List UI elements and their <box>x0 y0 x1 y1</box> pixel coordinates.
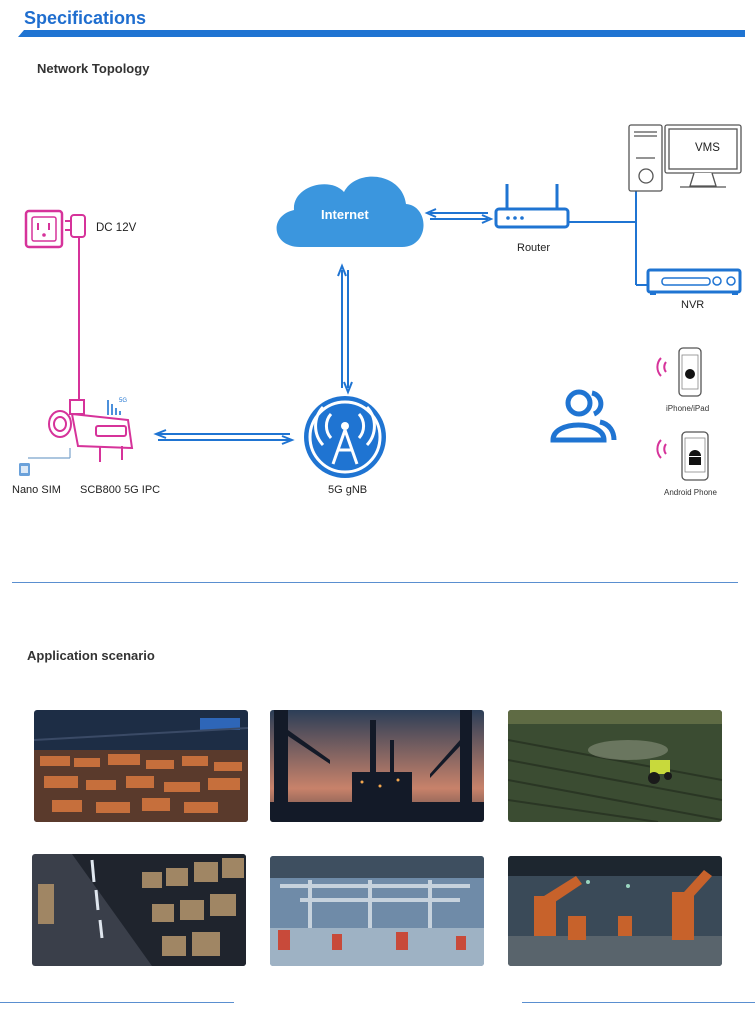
iphone-label: iPhone/iPad <box>666 404 710 413</box>
power-socket-icon <box>24 209 64 249</box>
application-scenario-heading: Application scenario <box>27 648 155 663</box>
nvr-icon <box>646 268 742 295</box>
camera-label: SCB800 5G IPC <box>80 484 161 496</box>
container-port-photo <box>34 710 248 822</box>
internet-router-link <box>424 208 494 224</box>
router-label: Router <box>517 242 551 254</box>
tractor-field-photo <box>508 710 722 822</box>
router-vms-nvr-links <box>568 190 648 286</box>
nano-sim-label: Nano SIM <box>12 484 61 496</box>
iphone-icon <box>656 347 702 397</box>
factory-lines-photo <box>270 856 484 966</box>
vms-computer-icon <box>628 124 742 192</box>
internet-cloud-icon <box>276 176 424 247</box>
section-divider <box>12 582 738 583</box>
gnb-tower-icon <box>304 396 386 478</box>
warehouse-shelves-photo <box>32 854 246 966</box>
dc-12v-label: DC 12V <box>96 222 137 234</box>
title-underline <box>18 30 745 37</box>
android-phone-icon <box>656 431 709 481</box>
signal-5g-label: 5G <box>119 398 128 404</box>
footer-line-left <box>0 1002 234 1003</box>
page-title: Specifications <box>24 8 147 28</box>
camera-gnb-link <box>153 429 295 445</box>
footer-line-right <box>522 1002 755 1003</box>
offshore-oil-rig-photo <box>270 710 484 822</box>
network-topology-diagram <box>19 124 742 481</box>
router-icon <box>494 184 570 229</box>
nano-sim-icon <box>19 463 30 476</box>
ip-camera-icon <box>48 399 134 462</box>
android-label: Android Phone <box>664 488 717 497</box>
internet-label: Internet <box>321 207 369 222</box>
internet-gnb-link <box>337 263 353 395</box>
power-adapter-icon <box>65 214 86 238</box>
gnb-label: 5G gNB <box>328 484 368 496</box>
robot-arms-photo <box>508 856 722 966</box>
users-icon <box>550 389 617 443</box>
nvr-label: NVR <box>681 299 705 311</box>
vms-label: VMS <box>695 142 720 154</box>
network-topology-heading: Network Topology <box>37 61 150 76</box>
signal-bars-icon <box>107 400 121 415</box>
